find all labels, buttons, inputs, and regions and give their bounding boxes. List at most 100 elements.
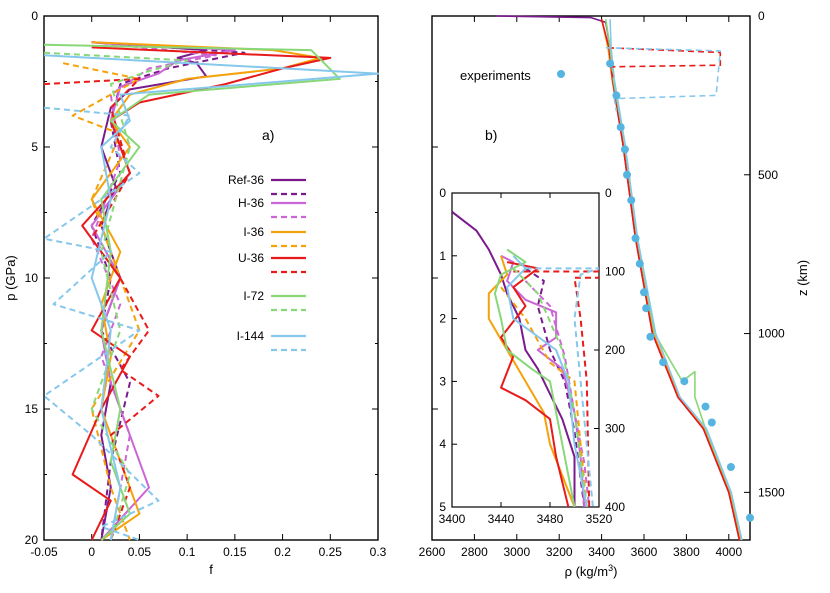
- panel-b-xlabel-end: ): [613, 564, 617, 579]
- legend-label-i-36: I-36: [243, 225, 264, 239]
- panel-a-legend: Ref-36H-36I-36U-36I-72I-144: [228, 173, 306, 352]
- series-i-144-dashed-line: [525, 267, 599, 507]
- y-tick-label: 1500: [758, 485, 785, 499]
- panel-b-label: b): [485, 127, 497, 143]
- x-tick-label: 2600: [419, 545, 446, 559]
- experiment-point: [680, 377, 689, 386]
- experiment-point: [659, 358, 668, 367]
- x-tick-label: 0.3: [370, 545, 387, 559]
- experiment-point: [701, 402, 710, 411]
- inset-y-left-tick-label: 3: [439, 374, 446, 388]
- series-i-36-dashed-line: [62, 62, 141, 541]
- series-u-36-solid-line: [500, 261, 570, 507]
- y-tick-label: 1000: [758, 327, 785, 341]
- y-tick-label: 20: [25, 533, 39, 547]
- series-i-144-dashed-line: [43, 106, 160, 541]
- panel-a-label: a): [262, 127, 274, 143]
- inset-y-left-tick-label: 0: [439, 186, 446, 200]
- series-ref-36-dashed-line: [524, 267, 586, 507]
- experiment-point: [646, 332, 655, 341]
- y-tick-label: 0: [31, 9, 38, 23]
- panel-a-xlabel: f: [209, 562, 213, 577]
- experiment-point: [640, 288, 648, 297]
- x-tick-label: -0.05: [30, 545, 58, 559]
- y-tick-label: 500: [758, 168, 778, 182]
- series-ref-36-solid-line: [452, 211, 576, 507]
- series-i-144-solid-line: [506, 255, 588, 507]
- inset-y-left-tick-label: 1: [439, 249, 446, 263]
- panel-b-xlabel: ρ (kg/m3): [565, 563, 618, 579]
- experiment-point: [616, 123, 625, 132]
- experiment-point: [631, 234, 640, 243]
- legend-label-ref-36: Ref-36: [228, 173, 264, 187]
- experiment-point: [707, 418, 716, 427]
- inset-x-tick-label: 3480: [537, 512, 564, 526]
- inset: 3400 3440 3480 3520 0 1 2 3 4 5 0 100 200 300 400: [439, 186, 626, 526]
- y-tick-label: 5: [31, 140, 38, 154]
- series-i-72-solid-line: [493, 248, 576, 507]
- series-i-36-dashed-line: [500, 286, 588, 507]
- inset-x-tick-label: 3520: [586, 512, 613, 526]
- panel-b-ylabel: z (km): [795, 260, 810, 296]
- inset-y-right-tick-label: 400: [605, 500, 625, 514]
- experiment-point: [627, 196, 636, 205]
- legend-label-i-144: I-144: [237, 329, 265, 343]
- inset-y-right-tick-label: 100: [605, 265, 625, 279]
- x-tick-label: 2800: [461, 545, 488, 559]
- experiment-point: [620, 145, 629, 154]
- inset-lines: [452, 211, 599, 507]
- experiment-point: [623, 170, 631, 179]
- legend-label-i-72: I-72: [243, 289, 264, 303]
- panel-a-ylabel: p (GPa): [3, 255, 18, 301]
- series-i-144-solid-line: [43, 54, 379, 541]
- inset-y-right-tick-label: 0: [605, 186, 612, 200]
- series-u-36-solid-line: [71, 46, 332, 541]
- experiment-point: [746, 513, 754, 522]
- series-u-36-dashed-line: [513, 270, 599, 507]
- panel-a-frame: [43, 15, 379, 541]
- panel-a-lines: [43, 41, 379, 541]
- inset-y-right-tick-label: 200: [605, 343, 625, 357]
- experiments-legend-label: experiments: [460, 68, 531, 83]
- y-tick-label: 10: [25, 271, 39, 285]
- series-i-72-dashed-line: [43, 51, 189, 541]
- inset-y-left-tick-label: 2: [439, 312, 446, 326]
- x-tick-label: 0: [88, 545, 95, 559]
- inset-x-tick-label: 3400: [439, 512, 466, 526]
- x-tick-label: 0.15: [223, 545, 247, 559]
- y-tick-label: 0: [758, 9, 765, 23]
- inset-y-left-tick-label: 5: [439, 500, 446, 514]
- experiment-point: [642, 304, 651, 313]
- x-tick-label: 3400: [588, 545, 615, 559]
- y-tick-label: 15: [25, 402, 39, 416]
- x-tick-label: 0.05: [128, 545, 152, 559]
- panel-b-xlabel-text: ρ (kg/m: [565, 564, 609, 579]
- inset-y-left-tick-label: 4: [439, 437, 446, 451]
- x-tick-label: 3000: [503, 545, 530, 559]
- series-i-72-dashed-line: [512, 267, 588, 507]
- series-i-72-solid-line: [43, 43, 341, 541]
- experiments-points: [606, 59, 754, 522]
- x-tick-label: 3200: [546, 545, 573, 559]
- panel-b-xlabel-sup: 3: [608, 563, 613, 573]
- experiment-point: [635, 259, 644, 268]
- inset-x-tick-label: 3440: [488, 512, 515, 526]
- x-tick-label: 3600: [631, 545, 658, 559]
- experiment-point: [726, 463, 735, 471]
- x-tick-label: 0.25: [319, 545, 343, 559]
- legend-label-h-36: H-36: [238, 196, 264, 210]
- x-tick-label: 4000: [715, 545, 742, 559]
- x-tick-label: 0.2: [274, 545, 291, 559]
- experiment-point: [612, 91, 621, 100]
- series-h-36-dashed-line: [524, 280, 591, 507]
- series-u-36-dashed-line: [607, 47, 722, 80]
- experiment-point: [606, 59, 615, 68]
- inset-y-right-tick-label: 300: [605, 422, 625, 436]
- experiments-legend-marker: [557, 70, 565, 78]
- x-tick-label: 3800: [673, 545, 700, 559]
